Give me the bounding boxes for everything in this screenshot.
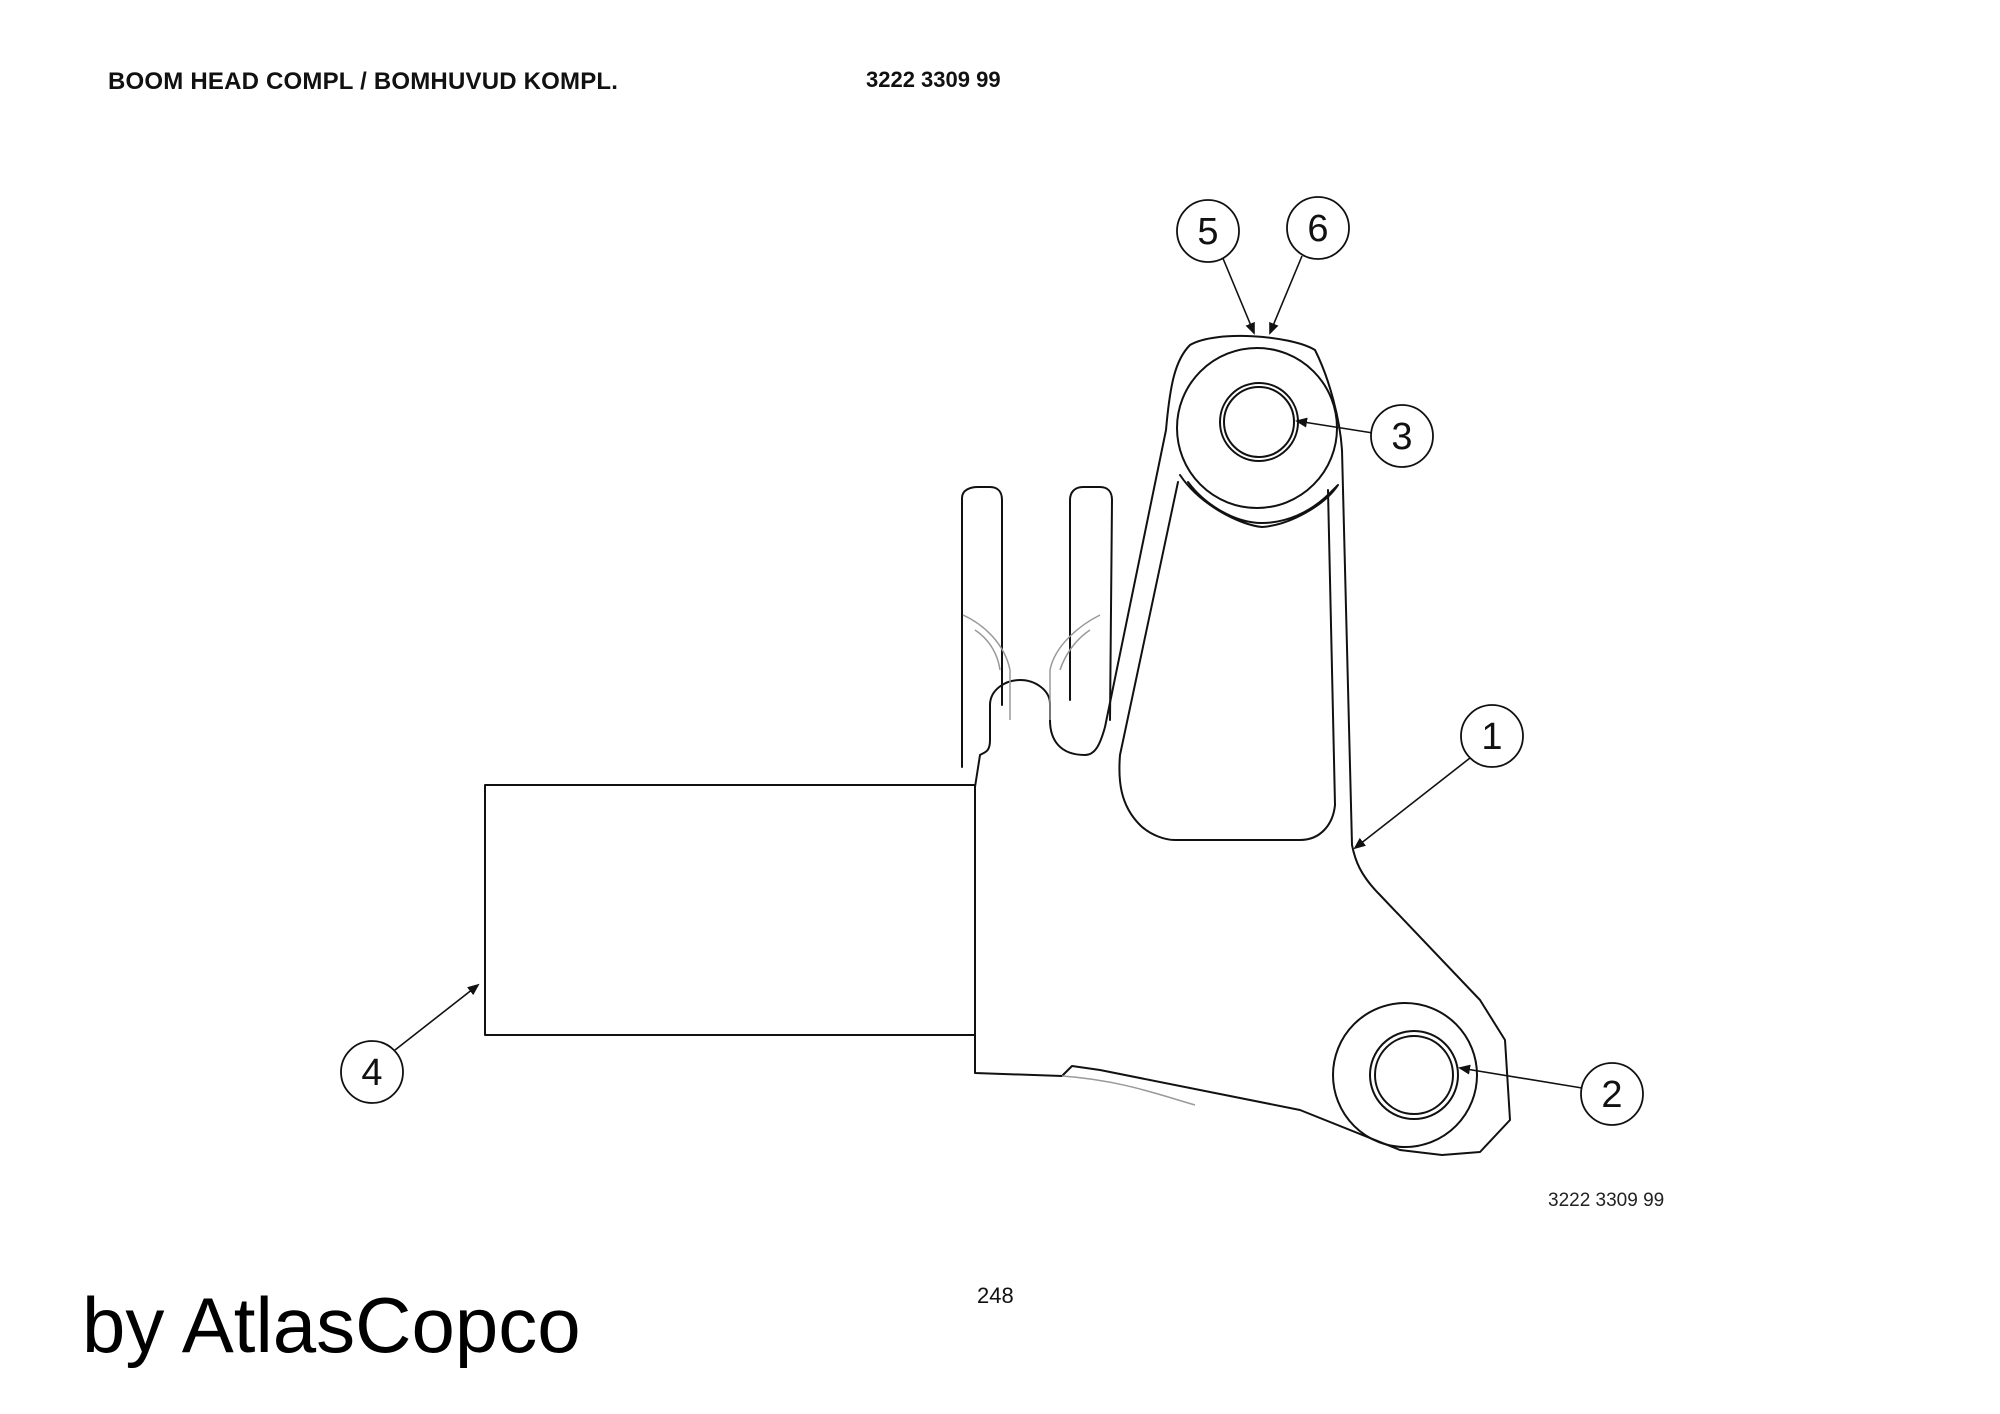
leader-1 (1353, 757, 1471, 850)
leader-2 (1458, 1064, 1583, 1089)
callout-2-label: 2 (1601, 1074, 1622, 1116)
lower-bushing-inner (1374, 1035, 1454, 1115)
callout-3-balloon (1370, 404, 1434, 468)
callout-4-balloon (340, 1040, 404, 1104)
fork-hidden-lines (962, 614, 1196, 1106)
lower-eye-boss (1332, 1002, 1478, 1148)
body-window (1118, 481, 1336, 841)
upper-bushing-inner (1223, 386, 1295, 458)
callout-5-balloon (1176, 199, 1240, 263)
callout-6-label: 6 (1307, 208, 1328, 250)
callout-2-balloon (1580, 1062, 1644, 1126)
page-number: 248 (977, 1283, 1014, 1308)
upper-eye-boss (1176, 347, 1338, 509)
callout-1-label: 1 (1481, 716, 1502, 758)
callout-6-balloon (1286, 196, 1350, 260)
fork-ear-right (1069, 486, 1113, 721)
callout-4-label: 4 (361, 1052, 382, 1094)
boom-head-body (974, 334, 1511, 1156)
callout-5-label: 5 (1197, 211, 1218, 253)
leader-4 (394, 983, 480, 1051)
upper-saddle (1179, 474, 1339, 528)
lower-bushing-outer (1369, 1030, 1459, 1120)
boom-tube (484, 784, 976, 1036)
leader-5 (1221, 255, 1255, 335)
callout-1-balloon (1460, 704, 1524, 768)
upper-bushing-outer (1219, 382, 1299, 462)
document-title: BOOM HEAD COMPL / BOMHUVUD KOMPL. (108, 68, 619, 95)
fork-ear-left (961, 486, 1003, 768)
callout-3-label: 3 (1391, 416, 1412, 458)
drawing-id-label: 3222 3309 99 (1548, 1190, 1665, 1211)
header-part-number: 3222 3309 99 (866, 67, 1001, 92)
brand-footer: by AtlasCopco (82, 1281, 581, 1369)
leader-6 (1269, 255, 1303, 335)
